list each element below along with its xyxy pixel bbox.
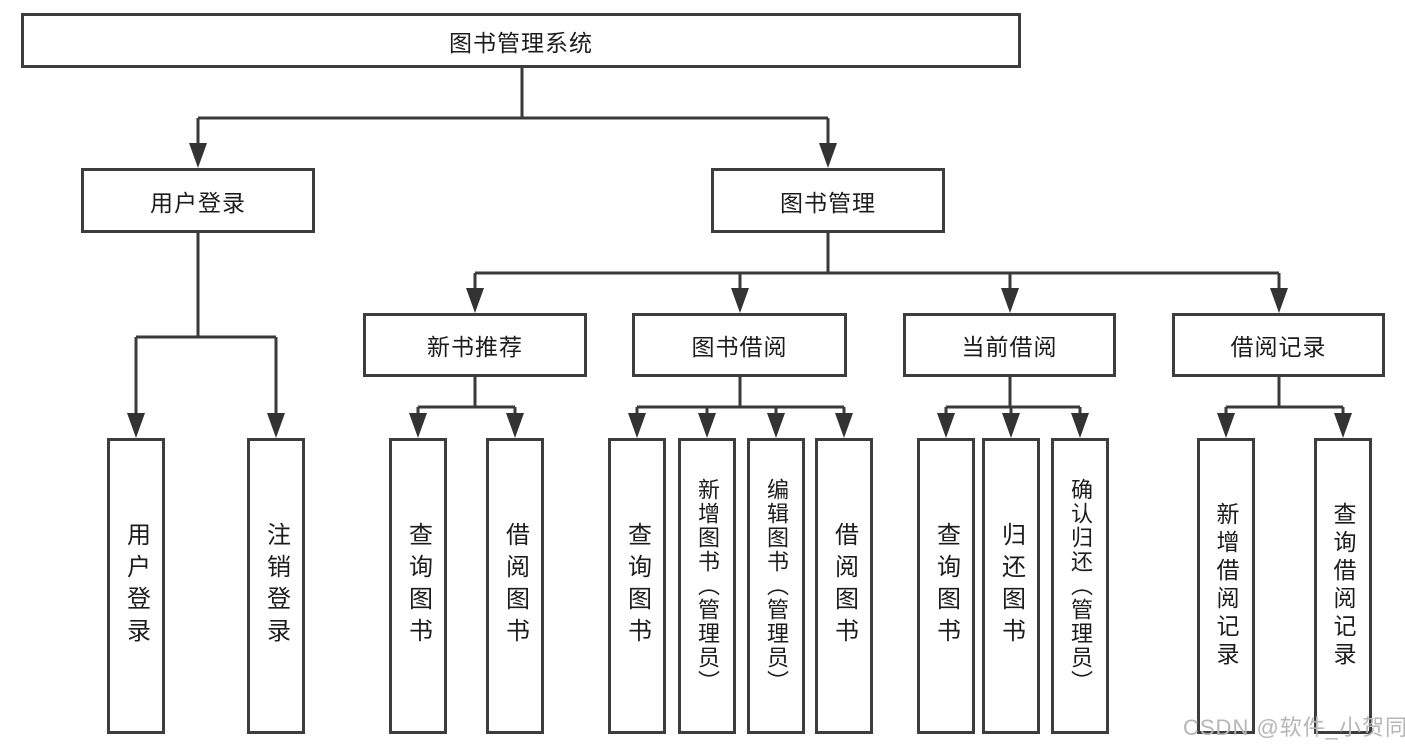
arrowhead-level3 — [466, 288, 1288, 313]
leaf-current-confirm-return-label: 确认归还（管理员） — [1068, 478, 1093, 694]
arrowhead-bookborrow-leaves — [628, 413, 853, 438]
connector-bookborrow-to-leaves — [635, 377, 846, 416]
leaf-user-login: 用户登录 — [107, 438, 165, 734]
arrowhead-userlogin-leaves — [127, 413, 285, 438]
leaf-logout-label: 注销登录 — [262, 522, 290, 650]
node-current-borrow: 当前借阅 — [903, 313, 1116, 377]
leaf-borrow-query: 查询图书 — [608, 438, 666, 734]
arrowhead-records-leaves — [1217, 413, 1352, 438]
leaf-newbooks-query-label: 查询图书 — [404, 522, 432, 650]
node-user-login: 用户登录 — [81, 168, 315, 233]
leaf-current-return: 归还图书 — [982, 438, 1040, 734]
leaf-current-query-label: 查询图书 — [932, 522, 960, 650]
node-current-borrow-label: 当前借阅 — [961, 334, 1058, 360]
leaf-borrow-add-book-label: 新增图书（管理员） — [695, 478, 720, 694]
arrowhead-level2 — [189, 143, 837, 168]
leaf-records-add: 新增借阅记录 — [1197, 438, 1255, 734]
node-book-management-label: 图书管理 — [780, 189, 876, 216]
node-root-label: 图书管理系统 — [449, 29, 593, 56]
leaf-borrow-add-book: 新增图书（管理员） — [678, 438, 736, 734]
node-book-borrow: 图书借阅 — [632, 313, 847, 377]
leaf-user-login-label: 用户登录 — [122, 522, 150, 650]
connector-newbooks-to-leaves — [416, 377, 517, 416]
leaf-records-query-label: 查询借阅记录 — [1330, 502, 1356, 670]
leaf-borrow-borrow-book: 借阅图书 — [815, 438, 873, 734]
leaf-logout: 注销登录 — [247, 438, 305, 734]
leaf-newbooks-borrow-label: 借阅图书 — [501, 522, 529, 650]
leaf-borrow-edit-book-label: 编辑图书（管理员） — [764, 478, 789, 694]
connector-bookmgmt-to-level3 — [473, 233, 1281, 291]
node-new-book-recommend: 新书推荐 — [363, 313, 587, 377]
node-book-borrow-label: 图书借阅 — [691, 334, 788, 360]
leaf-newbooks-query: 查询图书 — [389, 438, 447, 734]
node-borrow-records: 借阅记录 — [1172, 313, 1385, 377]
leaf-borrow-query-label: 查询图书 — [623, 522, 651, 650]
leaf-current-query: 查询图书 — [917, 438, 975, 734]
node-user-login-label: 用户登录 — [150, 189, 246, 216]
arrowhead-newbooks-leaves — [409, 413, 524, 438]
leaf-current-return-label: 归还图书 — [997, 522, 1025, 650]
node-borrow-records-label: 借阅记录 — [1230, 334, 1327, 360]
csdn-watermark: CSDN @软件_小贺同学 — [1183, 715, 1405, 740]
leaf-records-add-label: 新增借阅记录 — [1213, 502, 1239, 670]
leaf-borrow-borrow-book-label: 借阅图书 — [830, 522, 858, 650]
leaf-records-query: 查询借阅记录 — [1314, 438, 1372, 734]
node-book-management: 图书管理 — [711, 168, 945, 233]
connector-userlogin-to-leaves — [134, 233, 278, 416]
leaf-current-confirm-return: 确认归还（管理员） — [1051, 438, 1109, 734]
node-root: 图书管理系统 — [21, 13, 1021, 68]
connector-currentborrow-to-leaves — [944, 377, 1082, 416]
connector-records-to-leaves — [1224, 377, 1345, 416]
node-new-book-recommend-label: 新书推荐 — [427, 334, 523, 360]
arrowhead-currentborrow-leaves — [937, 413, 1089, 438]
connector-root-to-level2 — [196, 68, 830, 146]
leaf-newbooks-borrow: 借阅图书 — [486, 438, 544, 734]
leaf-borrow-edit-book: 编辑图书（管理员） — [747, 438, 805, 734]
